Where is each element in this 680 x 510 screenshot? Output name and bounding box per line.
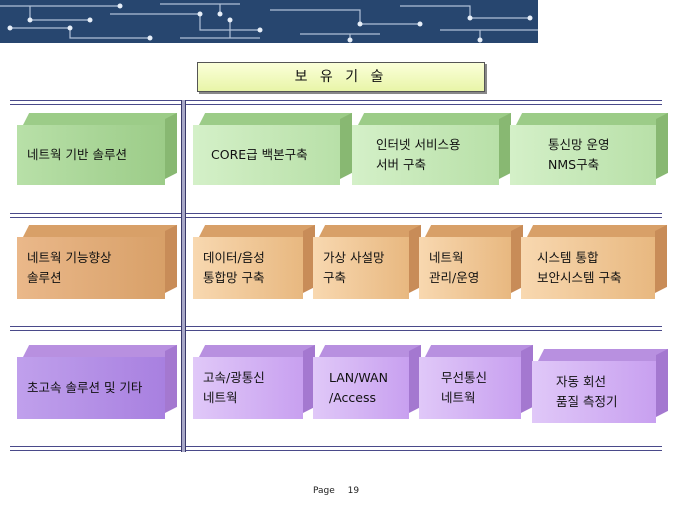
- category-box-high-speed: 초고속 솔루션 및 기타: [17, 344, 178, 419]
- category-label: 솔루션: [27, 270, 62, 285]
- tech-box-network-management: 네트웍 관리/운영: [419, 224, 524, 299]
- tech-box-wireless: 무선통신 네트웍: [419, 344, 534, 419]
- tech-label: 품질 측정기: [556, 394, 618, 409]
- tech-box-system-integration: 시스템 통합 보안시스템 구축: [521, 224, 668, 299]
- tech-label: /Access: [329, 390, 377, 405]
- category-box-network-enhance: 네트웍 기능향상 솔루션: [17, 224, 178, 299]
- tech-box-lan-wan: LAN/WAN /Access: [313, 344, 422, 419]
- column-divider: [181, 100, 186, 452]
- category-box-network-base: 네트웍 기반 솔루션: [17, 112, 178, 185]
- category-label: 초고속 솔루션 및 기타: [27, 380, 143, 395]
- tech-label: 데이터/음성: [203, 250, 265, 265]
- tech-label: CORE급 백본구축: [211, 147, 308, 162]
- tech-label: 시스템 통합: [537, 250, 599, 265]
- row-divider: [10, 446, 662, 451]
- tech-box-nms: 통신망 운영 NMS구축: [510, 112, 669, 185]
- tech-box-core-backbone: CORE급 백본구축: [193, 112, 353, 185]
- row-divider: [10, 326, 662, 331]
- tech-label: 무선통신: [441, 370, 488, 385]
- page-label: Page: [313, 486, 335, 496]
- tech-label: 보안시스템 구축: [537, 270, 622, 285]
- row-divider: [10, 213, 662, 218]
- tech-label: 관리/운영: [429, 270, 480, 285]
- tech-box-internet-server: 인터넷 서비스용 서버 구축: [352, 112, 512, 185]
- page-footer: Page 19: [313, 486, 359, 496]
- tech-label: 네트웍: [203, 390, 238, 405]
- tech-label: 고속/광통신: [203, 370, 265, 385]
- tech-label: 네트웍: [441, 390, 476, 405]
- tech-label: 통신망 운영: [548, 137, 610, 152]
- header-banner: [0, 0, 538, 43]
- tech-label: 네트웍: [429, 250, 464, 265]
- category-label: 네트웍 기능향상: [27, 250, 112, 265]
- page-title: 보 유 기 술: [197, 62, 485, 92]
- tech-label: 통합망 구축: [203, 270, 265, 285]
- tech-label: 가상 사설망: [323, 250, 385, 265]
- tech-label: LAN/WAN: [329, 370, 388, 385]
- tech-box-optical: 고속/광통신 네트웍: [193, 344, 316, 419]
- tech-label: 인터넷 서비스용: [376, 137, 461, 152]
- tech-label: NMS구축: [548, 157, 600, 172]
- tech-box-line-quality-meter: 자동 회선 품질 측정기: [532, 348, 669, 423]
- circuit-pattern-graphic: [0, 0, 538, 43]
- row-divider: [10, 100, 662, 105]
- tech-box-data-voice: 데이터/음성 통합망 구축: [193, 224, 316, 299]
- tech-label: 자동 회선: [556, 374, 606, 389]
- page-number: 19: [347, 486, 360, 496]
- tech-label: 서버 구축: [376, 157, 426, 172]
- tech-box-vpn: 가상 사설망 구축: [313, 224, 422, 299]
- category-label: 네트웍 기반 솔루션: [27, 147, 127, 162]
- tech-label: 구축: [323, 270, 347, 285]
